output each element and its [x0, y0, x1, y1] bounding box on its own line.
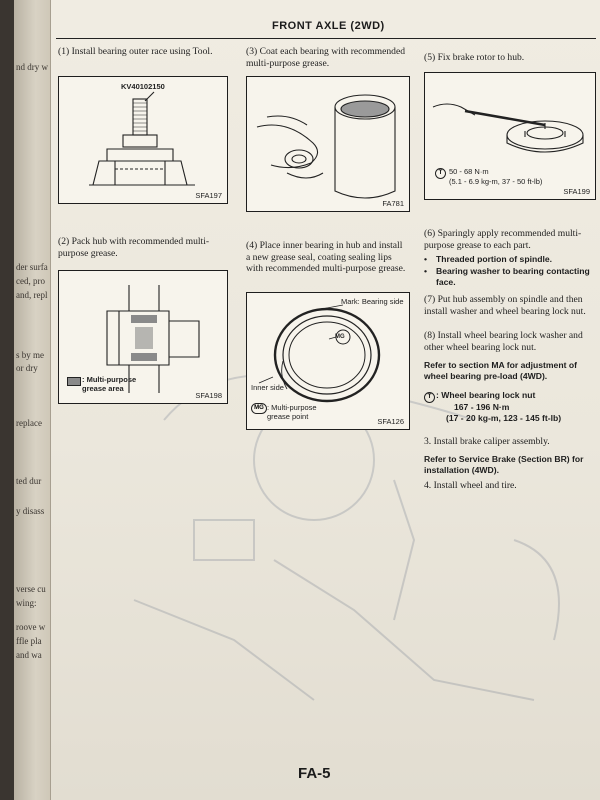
brake-rotor-drawing [432, 103, 584, 153]
list-item-text: Threaded portion of spindle. [436, 254, 553, 264]
fragment: and wa [16, 650, 42, 660]
fragment: and, repl [16, 290, 48, 300]
manual-page: nd dry w der surfa ced, pro and, repl s … [14, 0, 600, 800]
mg-symbol: MG [335, 334, 345, 340]
fragment: wing: [16, 598, 37, 608]
grease-seal-drawing [258, 304, 381, 403]
step-install-wheel: 4. Install wheel and tire. [424, 480, 517, 491]
step-4-text: (4) Place inner bearing in hub and insta… [246, 240, 406, 275]
refer-ma-note: Refer to section MA for adjustment of wh… [424, 360, 577, 381]
lock-nut-torque: 167 - 196 N·m [454, 402, 510, 412]
list-item: • Bearing washer to bearing contacting fa… [424, 266, 594, 288]
header-rule [56, 38, 596, 39]
mg-legend: : Multi-purpose grease point [267, 403, 317, 421]
bearing-side-mark-label: Mark: Bearing side [341, 297, 404, 306]
grease-area-swatch [67, 377, 81, 386]
step-install-caliper: 3. Install brake caliper assembly. [424, 436, 550, 447]
page-number: FA-5 [298, 765, 331, 782]
grease-points-list: • Threaded portion of spindle. • Bearing w… [424, 254, 594, 287]
list-item-text: Bearing washer to bearing contacting fac… [436, 265, 590, 287]
bullet-icon: • [424, 265, 428, 276]
grease-area-legend: : Multi-purpose grease area [82, 375, 137, 393]
fragment: replace [16, 418, 42, 428]
fragment: ffle pla [16, 636, 42, 646]
step-1-text: (1) Install bearing outer race using Too… [58, 46, 213, 57]
rotor-torque-value: 50 - 68 N·m [449, 167, 489, 176]
step-8-text: (8) Install wheel bearing lock washer an… [424, 330, 583, 353]
grease-can-hand-drawing [256, 94, 396, 199]
fragment: der surfa [16, 262, 48, 272]
refer-br-note: Refer to Service Brake (Section BR) for … [424, 454, 584, 475]
list-item: • Threaded portion of spindle. [424, 254, 594, 265]
fragment: s by me [16, 350, 44, 360]
fragment: verse cu [16, 584, 46, 594]
figure-code: SFA198 [195, 391, 222, 400]
inner-side-label: Inner side [251, 383, 284, 392]
step-5-text: (5) Fix brake rotor to hub. [424, 52, 525, 63]
fragment: ced, pro [16, 276, 45, 286]
figure-sfa126: MG Mark: Bearing side Inner side MG : Mu… [246, 292, 410, 430]
bullet-icon: • [424, 254, 428, 264]
fragment: roove w [16, 622, 46, 632]
lock-nut-label: : Wheel bearing lock nut [436, 390, 536, 400]
step-7-text: (7) Put hub assembly on spindle and then… [424, 294, 586, 317]
figure-code: SFA199 [563, 187, 590, 196]
figure-sfa199: T 50 - 68 N·m (5.1 - 6.9 kg-m, 37 - 50 f… [424, 72, 596, 200]
fragment: or dry [16, 363, 38, 373]
torque-icon: T [435, 168, 446, 179]
fragment: nd dry w [16, 62, 48, 72]
figure-sfa198: : Multi-purpose grease area SFA198 [58, 270, 228, 404]
step-3-text: (3) Coat each bearing with recommended m… [246, 46, 406, 69]
step-6-text: (6) Sparingly apply recommended multi-pu… [424, 228, 582, 251]
fragment: ted dur [16, 476, 42, 486]
rotor-torque-alt: (5.1 - 6.9 kg-m, 37 - 50 ft-lb) [449, 177, 543, 186]
page-header-title: FRONT AXLE (2WD) [272, 20, 385, 32]
tool-number-label: KV40102150 [121, 82, 165, 91]
torque-icon: T [424, 392, 435, 403]
figure-fa781: FA781 [246, 76, 410, 212]
figure-code: SFA126 [377, 417, 404, 426]
hub-cross-section-drawing [106, 285, 200, 393]
step-2-text: (2) Pack hub with recommended multi-purp… [58, 236, 210, 259]
lock-nut-torque-alt: (17 - 20 kg-m, 123 - 145 ft-lb) [446, 413, 562, 423]
previous-page-edge: nd dry w der surfa ced, pro and, repl s … [14, 0, 51, 800]
figure-sfa197: KV40102150 SFA197 [58, 76, 228, 204]
fragment: y disass [16, 506, 45, 516]
figure-code: FA781 [382, 199, 404, 208]
mg-legend-symbol: MG [251, 403, 267, 414]
figure-code: SFA197 [195, 191, 222, 200]
bearing-race-tool-drawing [89, 91, 195, 186]
